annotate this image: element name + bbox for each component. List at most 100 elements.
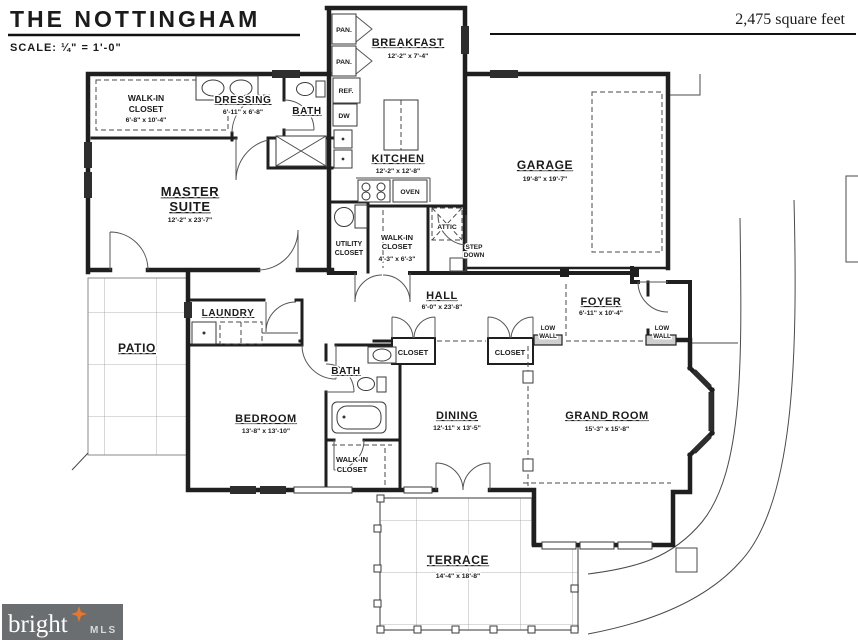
fixtures	[191, 13, 431, 434]
dishwasher-box	[332, 103, 358, 127]
low-wall-right-1: LOW	[655, 325, 670, 332]
low-wall-left-1: LOW	[541, 325, 556, 332]
utility-shelf	[354, 204, 368, 229]
hall-bath-door	[325, 363, 355, 393]
room-label-laundry: LAUNDRY	[202, 308, 255, 319]
room-label-master-1: MASTER	[161, 184, 220, 199]
room-label-utility-1: UTILITY	[336, 241, 363, 248]
walkway-curve-inner	[587, 217, 742, 575]
bedroom-closet-door	[333, 439, 365, 471]
closet-1-doors	[391, 316, 436, 339]
room-label-hall-closet-1: WALK-IN	[381, 233, 413, 242]
low-wall-left-seg	[533, 334, 563, 346]
dishwasher-label: DW	[338, 113, 350, 120]
toilet-tank	[315, 80, 326, 98]
room-label-garage: GARAGE	[517, 158, 573, 172]
grand-room-window	[617, 541, 653, 550]
column	[522, 370, 534, 384]
room-label-master-2: SUITE	[169, 199, 210, 214]
vanity-sink	[229, 79, 253, 97]
scale-note: SCALE: ¼" = 1'-0"	[10, 42, 122, 54]
open-plan-dashes	[437, 284, 671, 486]
room-dims-grand-room: 15'-3" x 15'-8"	[585, 426, 629, 433]
room-dims-kitchen: 12'-2" x 12'-8"	[376, 168, 420, 175]
room-dims-hall: 6'-0" x 23'-8"	[422, 304, 463, 311]
room-dims-dressing: 6'-11" x 6'-8"	[223, 109, 263, 116]
room-label-master-closet-2: CLOSET	[129, 104, 164, 114]
closet-2-doors	[487, 316, 534, 339]
terrace-posts	[373, 494, 579, 634]
bath-window	[272, 70, 300, 78]
garage-roof-step	[668, 74, 701, 96]
hall-closet-2-box	[487, 337, 534, 365]
watermark-spark-icon	[71, 606, 87, 622]
bedroom-door	[301, 344, 337, 380]
room-label-grand-room: GRAND ROOM	[565, 410, 649, 422]
breakfast-window	[461, 26, 469, 54]
site-work	[71, 74, 858, 635]
cooktop	[357, 179, 391, 203]
room-label-bedroom: BEDROOM	[235, 413, 297, 425]
oven-label: OVEN	[400, 189, 419, 196]
column	[522, 458, 534, 472]
washer-dot	[202, 331, 206, 335]
grand-room-window	[579, 541, 615, 550]
room-label-dressing: DRESSING	[214, 95, 271, 106]
room-dims-terrace: 14'-4" x 18'-8"	[436, 573, 480, 580]
room-label-bedroom-closet-2: CLOSET	[337, 465, 368, 474]
utility-closet-walls	[327, 200, 467, 274]
room-dims-bedroom: 13'-8" x 13'-10"	[242, 428, 290, 435]
property-edge-right	[845, 175, 858, 263]
master-window	[84, 172, 92, 198]
room-dims-hall-closet: 4'-3" x 6'-3"	[379, 256, 416, 263]
room-dims-breakfast: 12'-2" x 7'-4"	[388, 53, 429, 60]
patio-deck	[87, 277, 189, 456]
grand-room-window	[541, 541, 577, 550]
room-label-terrace: TERRACE	[427, 553, 489, 567]
grand-room-step	[675, 547, 698, 573]
sink-drain	[341, 137, 345, 141]
room-dims-master: 12'-2" x 23'-7"	[168, 217, 212, 224]
low-wall-left-2: WALL	[539, 333, 557, 340]
master-patio-door	[109, 231, 149, 271]
driveway-curve-outer	[587, 199, 796, 635]
dressing-door	[235, 138, 269, 181]
bay-windows	[692, 369, 714, 454]
master-closet-shelving	[95, 79, 229, 131]
laundry-window	[184, 302, 192, 318]
tub-drain	[342, 415, 346, 419]
attic-label: ATTIC	[437, 224, 457, 231]
room-label-master-closet-1: WALK-IN	[128, 93, 164, 103]
front-door	[637, 281, 669, 313]
pantry-bifold-doors	[355, 15, 373, 75]
room-label-hall-closet-2: CLOSET	[382, 242, 413, 251]
room-label-dining: DINING	[436, 410, 478, 422]
room-dims-dining: 12'-11" x 13'-5"	[433, 425, 481, 432]
toilet-bowl	[357, 377, 375, 391]
room-label-patio: PATIO	[118, 341, 156, 355]
room-label-bedroom-closet-1: WALK-IN	[336, 455, 368, 464]
pantry-1-box	[331, 13, 357, 45]
room-label-foyer: FOYER	[581, 296, 622, 308]
watermark-background	[2, 604, 123, 640]
step-down-label-2: DOWN	[464, 252, 485, 259]
closet-2-label: CLOSET	[495, 348, 526, 357]
doors	[109, 15, 669, 491]
dryer-dashed	[219, 321, 263, 345]
refrigerator-label: REF.	[339, 88, 354, 95]
vanity-sink	[201, 79, 225, 97]
room-label-hall-bath: BATH	[331, 366, 360, 377]
room-dims-master-closet: 6'-8" x 10'-4"	[126, 117, 167, 124]
labels: THE NOTTINGHAM SCALE: ¼" = 1'-0" 2,475 s…	[8, 6, 856, 582]
room-label-breakfast: BREAKFAST	[372, 37, 445, 49]
counter-edge	[356, 177, 431, 202]
garage-window	[490, 70, 518, 78]
pantry-2-box	[331, 45, 357, 77]
room-dims-garage: 19'-8" x 19'-7"	[523, 176, 567, 183]
bedroom-window	[260, 486, 286, 494]
pantry-label-2: PAN.	[336, 59, 352, 66]
room-label-hall: HALL	[426, 290, 458, 302]
dining-french-doors	[435, 462, 491, 491]
